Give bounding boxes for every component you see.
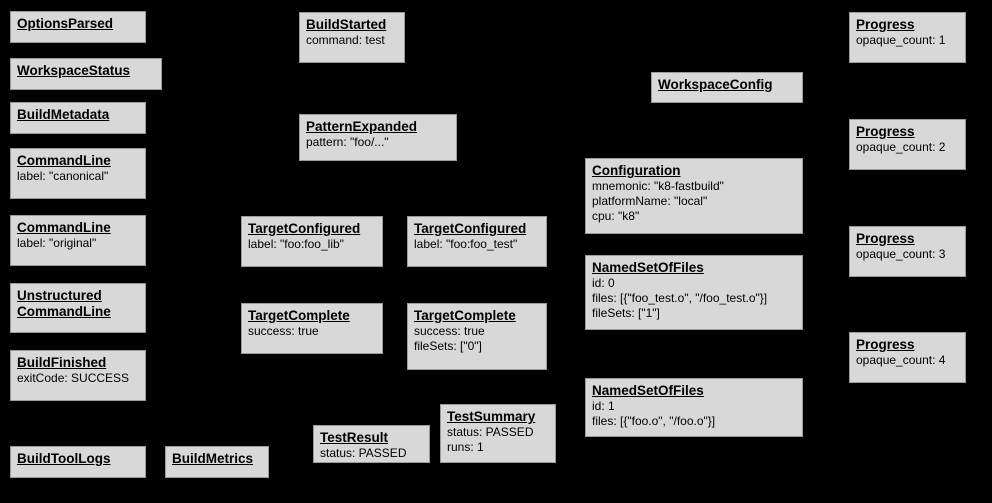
node-title: CommandLine (17, 220, 111, 235)
node-field: label: "original" (17, 236, 97, 250)
node-fields: command: test (306, 33, 398, 48)
node-field: id: 0 (592, 276, 615, 290)
node-field: status: PASSED (320, 446, 407, 460)
node-fields: label: "foo:foo_test" (414, 237, 540, 252)
node-title: TargetComplete (414, 308, 516, 323)
node-fields: pattern: "foo/..." (306, 135, 450, 150)
node-unstructured-command-line[interactable]: Unstructured CommandLine (10, 283, 146, 333)
node-title: WorkspaceConfig (658, 77, 773, 92)
node-fields: opaque_count: 4 (856, 353, 959, 368)
node-field: label: "foo:foo_lib" (248, 237, 344, 251)
node-title: TestResult (320, 430, 389, 445)
node-title: Progress (856, 337, 915, 352)
node-title: NamedSetOfFiles (592, 383, 704, 398)
node-options-parsed[interactable]: OptionsParsed (10, 11, 146, 43)
node-fields: opaque_count: 3 (856, 247, 959, 262)
node-title: BuildMetadata (17, 107, 110, 122)
node-title: NamedSetOfFiles (592, 260, 704, 275)
node-fields: opaque_count: 1 (856, 33, 959, 48)
node-title: TargetConfigured (248, 221, 361, 236)
node-workspace-status[interactable]: WorkspaceStatus (10, 58, 162, 90)
node-field: fileSets: ["1"] (592, 306, 660, 320)
node-field: files: [{"foo_test.o", "/foo_test.o"}] (592, 291, 768, 305)
node-field: label: "foo:foo_test" (414, 237, 518, 251)
node-fields: status: PASSED (320, 446, 423, 461)
node-title: TargetComplete (248, 308, 350, 323)
node-fields: exitCode: SUCCESS (17, 371, 139, 386)
node-title: BuildStarted (306, 17, 387, 32)
node-title: BuildToolLogs (17, 451, 111, 466)
node-title: Progress (856, 17, 915, 32)
node-title: TestSummary (447, 409, 536, 424)
node-workspace-config[interactable]: WorkspaceConfig (651, 72, 803, 103)
node-field: success: true (414, 324, 485, 338)
node-title: Configuration (592, 163, 681, 178)
node-field: opaque_count: 4 (856, 353, 946, 367)
node-title: Unstructured CommandLine (17, 288, 111, 319)
node-field: opaque_count: 2 (856, 140, 946, 154)
node-field: cpu: "k8" (592, 209, 640, 223)
node-field: label: "canonical" (17, 169, 109, 183)
node-fields: label: "foo:foo_lib" (248, 237, 376, 252)
node-build-tool-logs[interactable]: BuildToolLogs (10, 446, 146, 478)
node-build-metrics[interactable]: BuildMetrics (165, 446, 269, 478)
node-field: mnemonic: "k8-fastbuild" (592, 179, 724, 193)
node-fields: label: "canonical" (17, 169, 139, 184)
node-fields: mnemonic: "k8-fastbuild"platformName: "l… (592, 179, 796, 224)
node-field: success: true (248, 324, 319, 338)
node-title: Progress (856, 231, 915, 246)
node-title: BuildFinished (17, 355, 107, 370)
node-title: TargetConfigured (414, 221, 527, 236)
node-title: BuildMetrics (172, 451, 254, 466)
node-field: platformName: "local" (592, 194, 708, 208)
node-build-metadata[interactable]: BuildMetadata (10, 102, 146, 134)
node-field: files: [{"foo.o", "/foo.o"}] (592, 414, 716, 428)
node-title: CommandLine (17, 153, 111, 168)
node-field: exitCode: SUCCESS (17, 371, 130, 385)
node-field: opaque_count: 3 (856, 247, 946, 261)
node-field: command: test (306, 33, 385, 47)
node-title: OptionsParsed (17, 16, 114, 31)
node-fields: label: "original" (17, 236, 139, 251)
node-title: PatternExpanded (306, 119, 418, 134)
node-field: fileSets: ["0"] (414, 339, 482, 353)
node-field: opaque_count: 1 (856, 33, 946, 47)
node-title: Progress (856, 124, 915, 139)
node-field: runs: 1 (447, 440, 484, 454)
node-field: id: 1 (592, 399, 615, 413)
node-fields: opaque_count: 2 (856, 140, 959, 155)
node-title: WorkspaceStatus (17, 63, 131, 78)
node-fields: success: true (248, 324, 376, 339)
node-field: status: PASSED (447, 425, 534, 439)
node-field: pattern: "foo/..." (306, 135, 389, 149)
